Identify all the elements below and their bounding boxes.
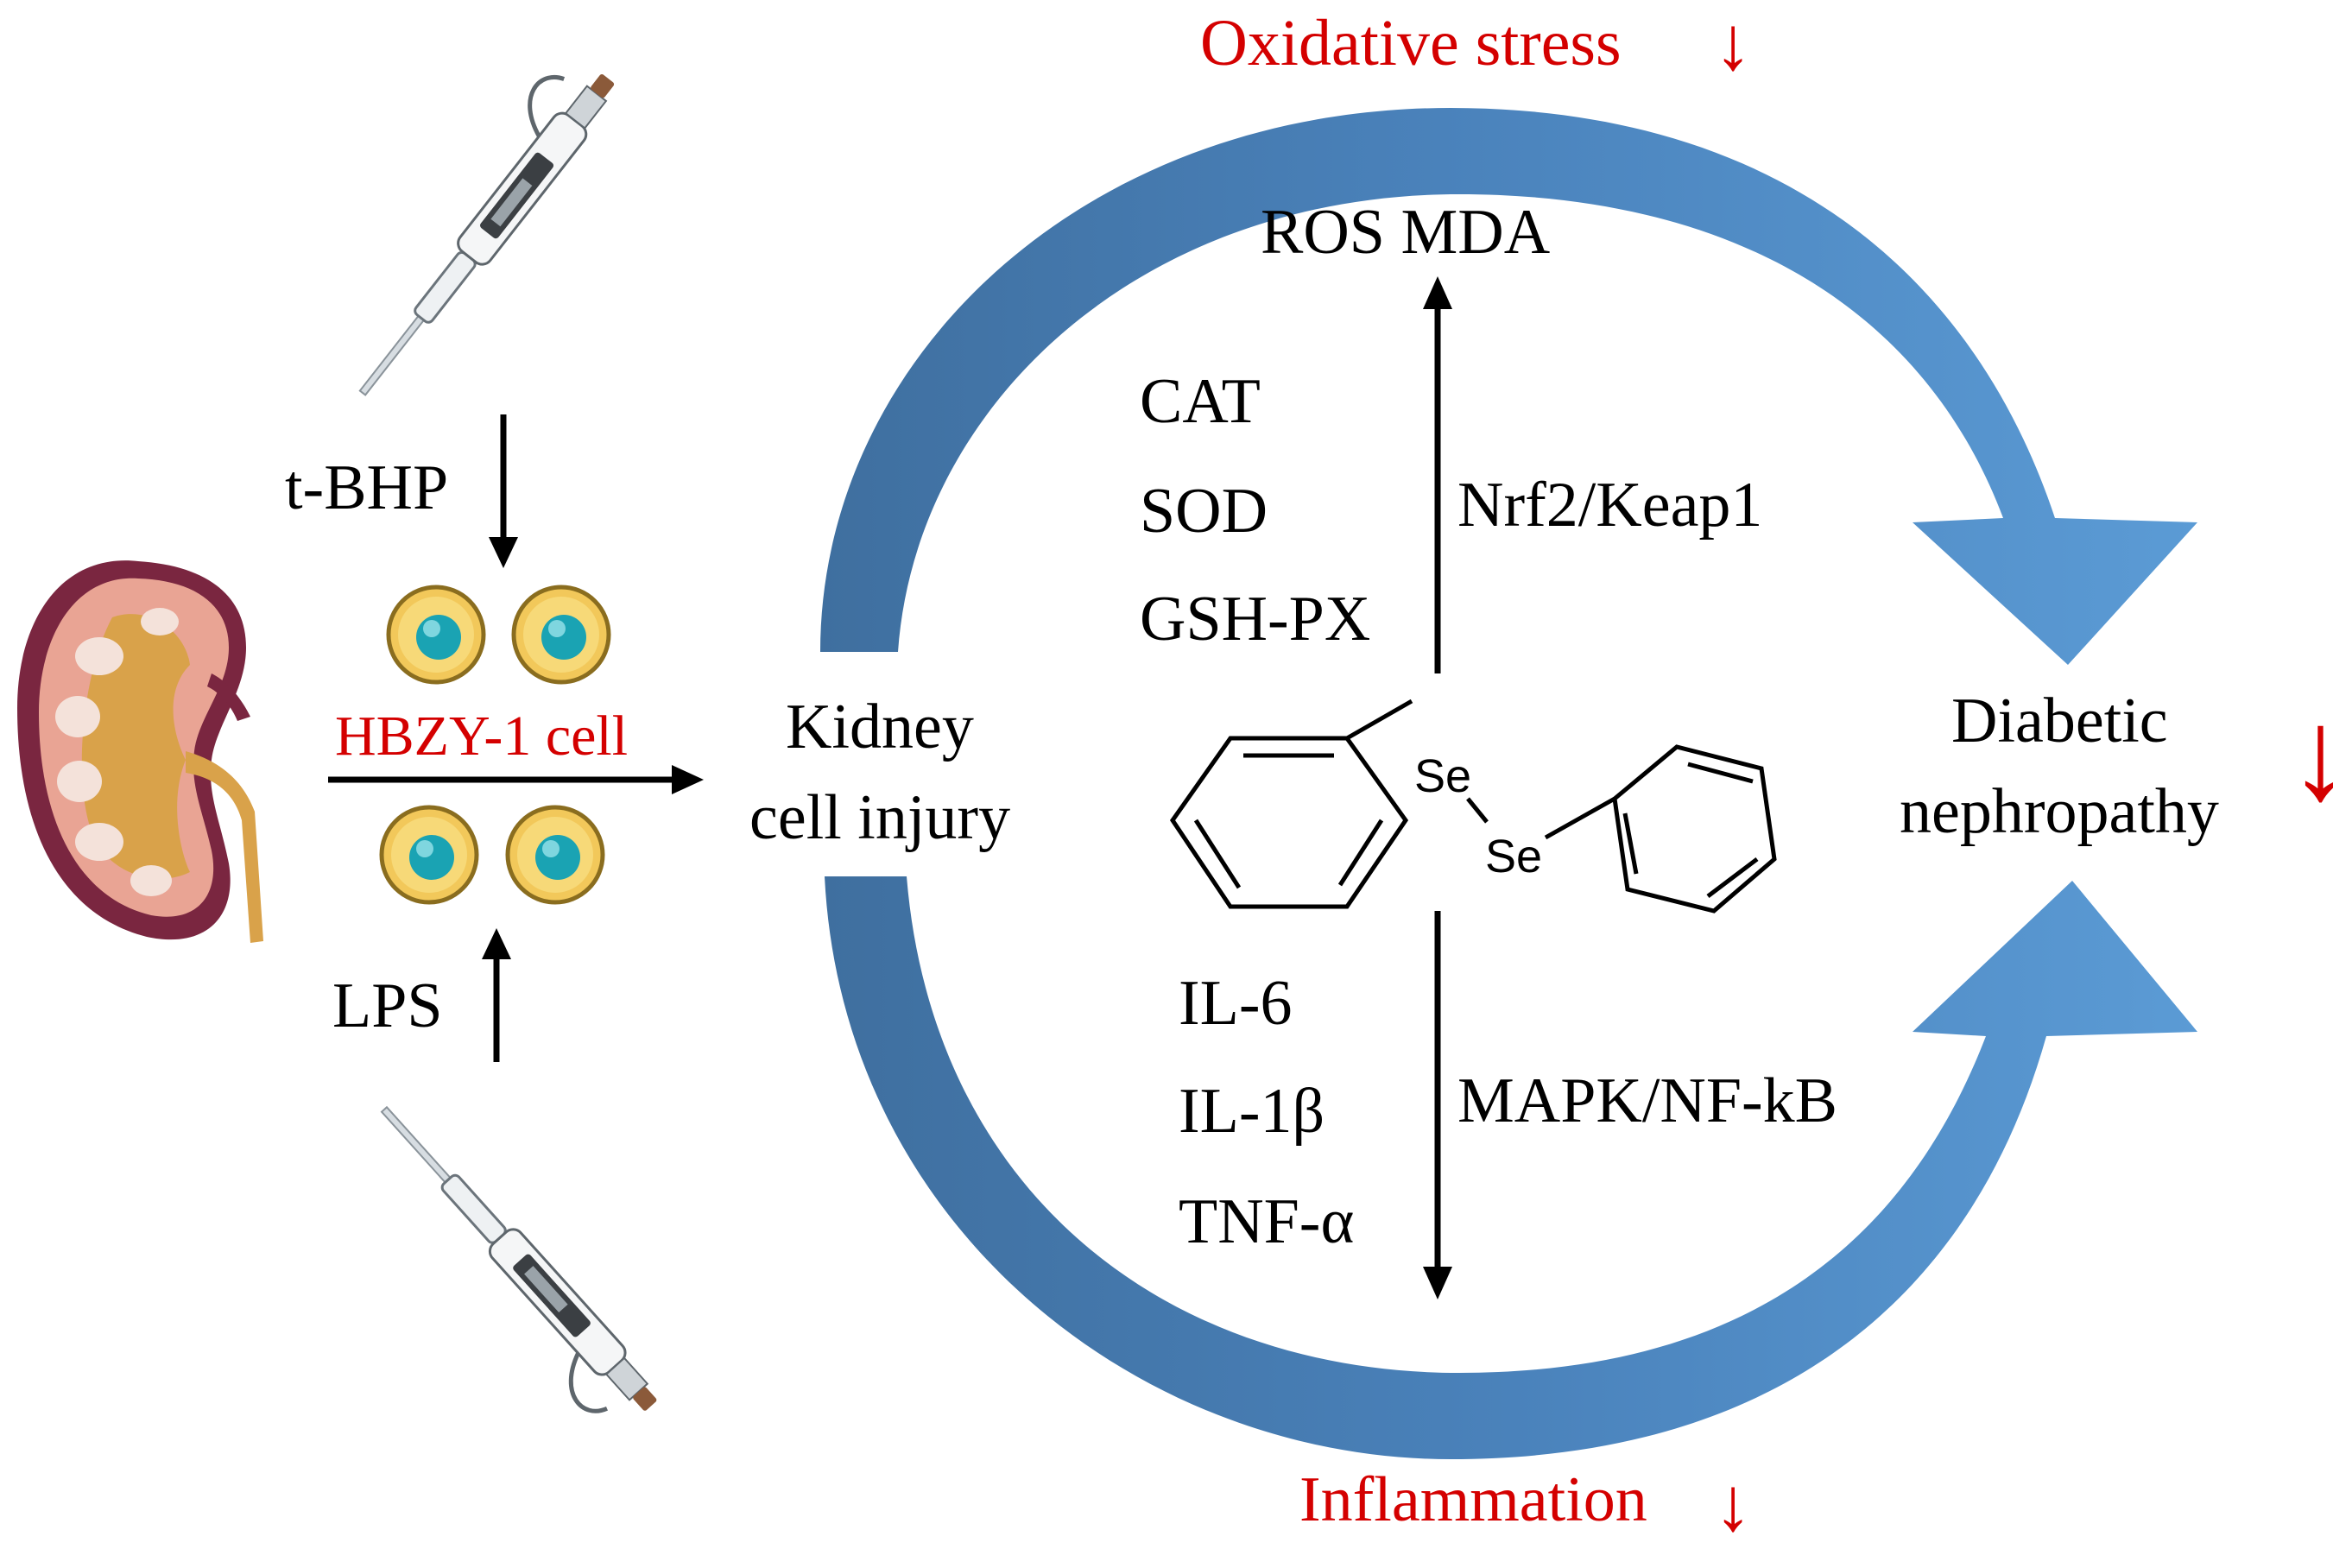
inflammation-label: Inflammation [1299, 1464, 1647, 1535]
selenium-atom-1: Se [1414, 750, 1472, 802]
disease-down-arrow: ↓ [2288, 684, 2333, 827]
tbhp-arrowhead [489, 537, 518, 568]
lps-label: LPS [332, 971, 443, 1041]
cell-icon-3 [379, 805, 479, 905]
disease-line1: Diabetic [1951, 686, 2168, 756]
injury-line1: Kidney [786, 692, 974, 762]
cytokine-tnfa-label: TNF-α [1179, 1186, 1355, 1257]
cell-icon-1 [386, 585, 486, 685]
up-arrowhead [1423, 276, 1452, 309]
top-curved-arrow [820, 108, 2197, 665]
diphenyl-diselenide-structure [1169, 699, 1777, 914]
enzyme-gshpx-label: GSH-PX [1140, 584, 1371, 654]
cytokine-il6-label: IL-6 [1179, 968, 1293, 1039]
oxidative-stress-down-arrow: ↓ [1714, 3, 1752, 86]
disease-line2: nephropathy [1900, 776, 2219, 847]
pathway-nrf2-label: Nrf2/Keap1 [1457, 470, 1763, 541]
oxidative-markers-label: ROS MDA [1261, 197, 1551, 268]
inflammation-down-arrow: ↓ [1714, 1464, 1752, 1547]
cell-icon-4 [505, 805, 605, 905]
down-arrowhead [1423, 1267, 1452, 1299]
top-pipette-icon [358, 73, 615, 396]
oxidative-stress-label: Oxidative stress [1200, 7, 1622, 79]
lps-arrowhead [482, 928, 511, 959]
cell-to-injury-arrowhead [672, 765, 704, 794]
pathway-mapk-label: MAPK/NF-kB [1457, 1065, 1837, 1136]
enzyme-sod-label: SOD [1140, 476, 1268, 547]
bottom-pipette-icon [380, 1105, 657, 1413]
cell-icon-2 [511, 585, 611, 685]
bottom-curved-arrow [825, 876, 2197, 1459]
cell-line-label: HBZY-1 cell [335, 705, 629, 768]
enzyme-cat-label: CAT [1140, 366, 1261, 437]
injury-line2: cell injury [749, 782, 1011, 853]
cytokine-il1b-label: IL-1β [1179, 1076, 1325, 1147]
selenium-atom-2: Se [1485, 831, 1543, 882]
kidney-icon [17, 560, 263, 943]
tbhp-label: t-BHP [285, 452, 449, 523]
